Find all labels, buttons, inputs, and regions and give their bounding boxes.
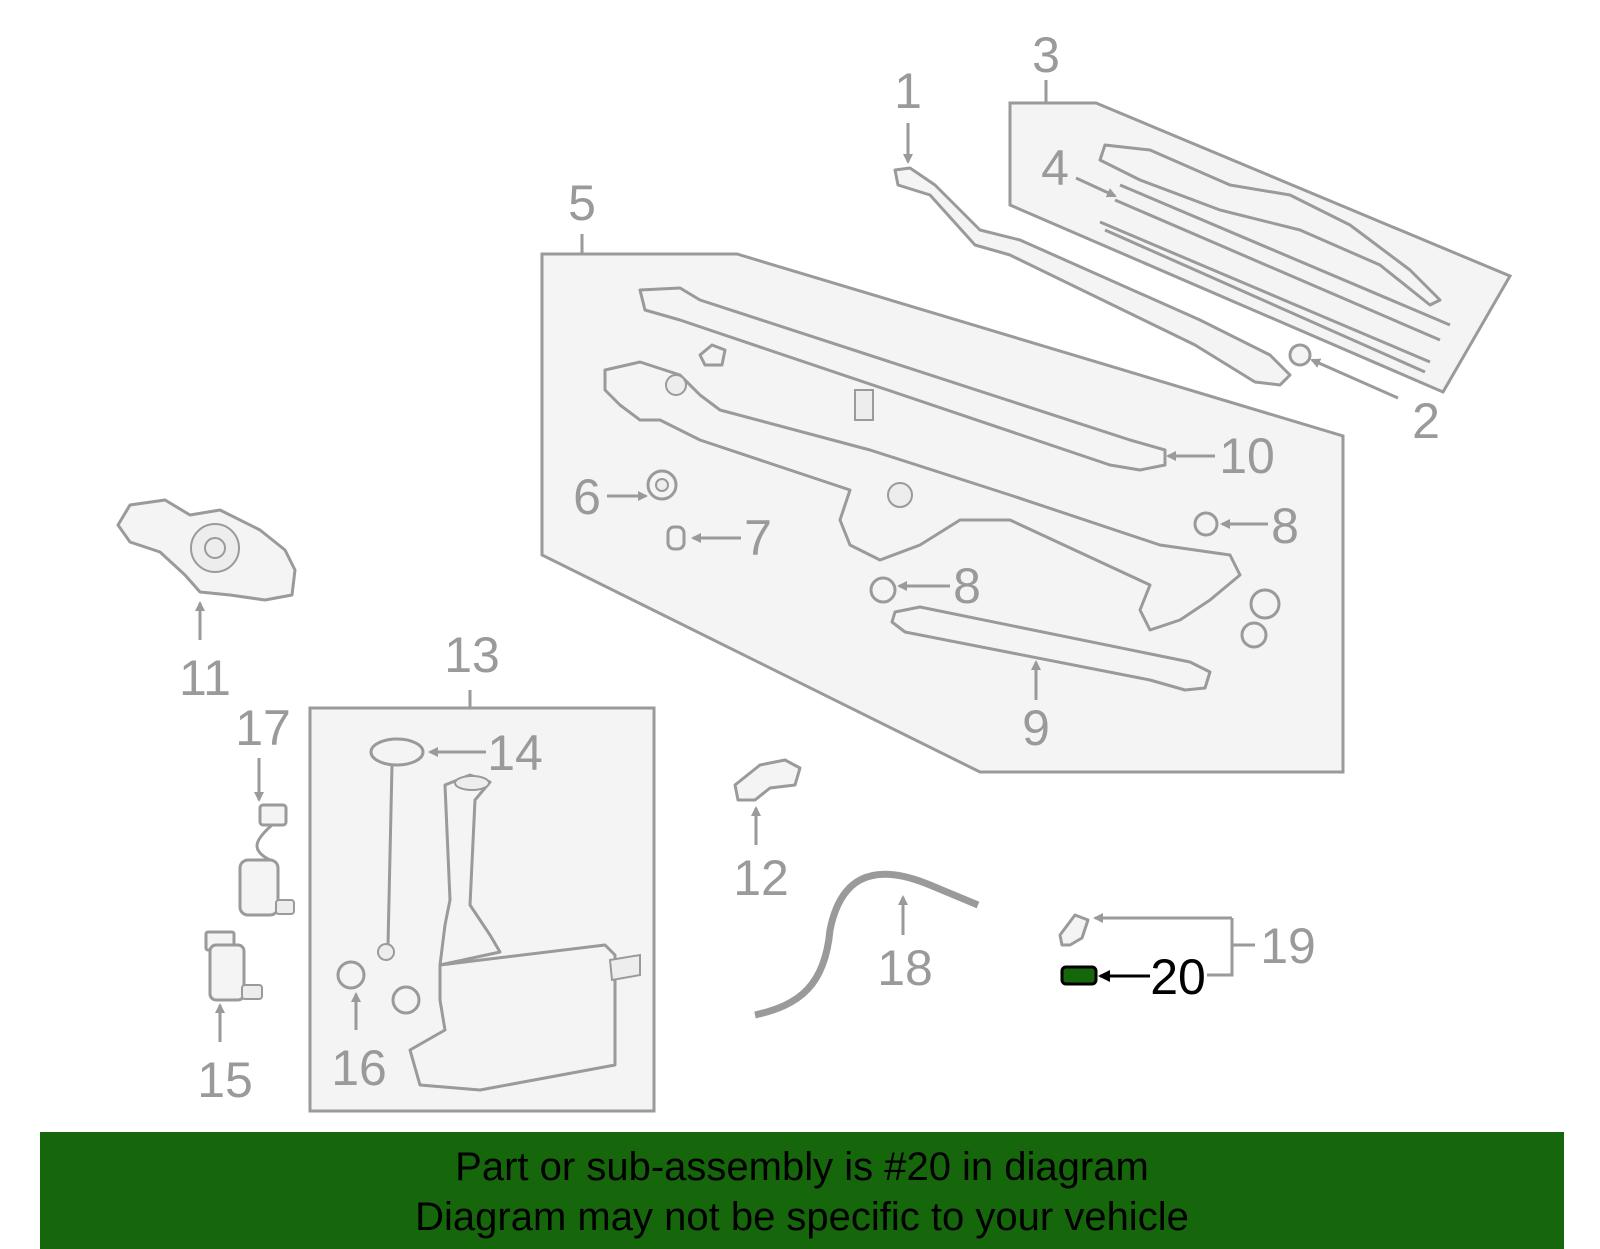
washer-level-sensor[interactable]: [369, 737, 425, 961]
callout-2: 2: [1412, 393, 1440, 449]
info-line-disclaimer: Diagram may not be specific to your vehi…: [415, 1195, 1189, 1239]
callout-13: 13: [444, 627, 500, 683]
linkage-rod-lower[interactable]: [890, 605, 1212, 692]
callout-8-lower: 8: [953, 558, 981, 614]
callout-8-upper: 8: [1271, 498, 1299, 554]
linkage-rod-upper[interactable]: [638, 286, 1167, 472]
linkage-assembly[interactable]: [603, 360, 1242, 632]
callout-6: 6: [573, 469, 601, 525]
callout-9: 9: [1022, 700, 1050, 756]
callout-3: 3: [1032, 27, 1060, 83]
reservoir-grommets[interactable]: [336, 960, 421, 1015]
wiper-blade[interactable]: [1098, 143, 1451, 342]
washer-hose[interactable]: [754, 870, 980, 1019]
washer-nozzle[interactable]: [1058, 913, 1090, 947]
wiper-refill[interactable]: [1099, 220, 1431, 374]
washer-pump-17[interactable]: [238, 803, 295, 917]
grommet-8-lower[interactable]: [869, 576, 897, 604]
callout-5: 5: [568, 175, 596, 231]
callout-19: 19: [1260, 918, 1316, 974]
callout-16: 16: [331, 1040, 387, 1096]
info-banner: Part or sub-assembly is #20 in diagram D…: [40, 1132, 1564, 1249]
leader-lines: [195, 80, 1399, 1042]
callout-15: 15: [197, 1052, 253, 1108]
wiper-arm[interactable]: [893, 166, 1292, 387]
parts-diagram: 1 2 3 4 5 6 7 8 8 9 10 11 12 13 14 15 16…: [116, 27, 1513, 1113]
arm-cap[interactable]: [1288, 343, 1312, 367]
callout-7: 7: [744, 510, 772, 566]
grommet-8-upper[interactable]: [1193, 511, 1219, 537]
grommet-set-right[interactable]: [1240, 588, 1281, 649]
grommet-6[interactable]: [646, 469, 678, 501]
cap-top[interactable]: [698, 343, 727, 367]
washer-reservoir[interactable]: [408, 773, 641, 1092]
info-line-part: Part or sub-assembly is #20 in diagram: [455, 1145, 1149, 1189]
callout-17: 17: [235, 700, 291, 756]
callout-4: 4: [1041, 140, 1069, 196]
washer-pump-15[interactable]: [204, 930, 263, 1002]
callout-10: 10: [1219, 428, 1275, 484]
callout-1: 1: [894, 63, 922, 119]
callout-18: 18: [877, 940, 933, 996]
pivot-bracket[interactable]: [733, 758, 802, 802]
callout-11: 11: [179, 650, 231, 706]
pivot-bushing-7[interactable]: [666, 525, 686, 551]
callout-12: 12: [733, 850, 789, 906]
callout-14: 14: [487, 725, 543, 781]
callout-20: 20: [1150, 949, 1206, 1005]
wiper-motor[interactable]: [116, 498, 297, 602]
highlighted-part-20[interactable]: [1060, 965, 1098, 986]
